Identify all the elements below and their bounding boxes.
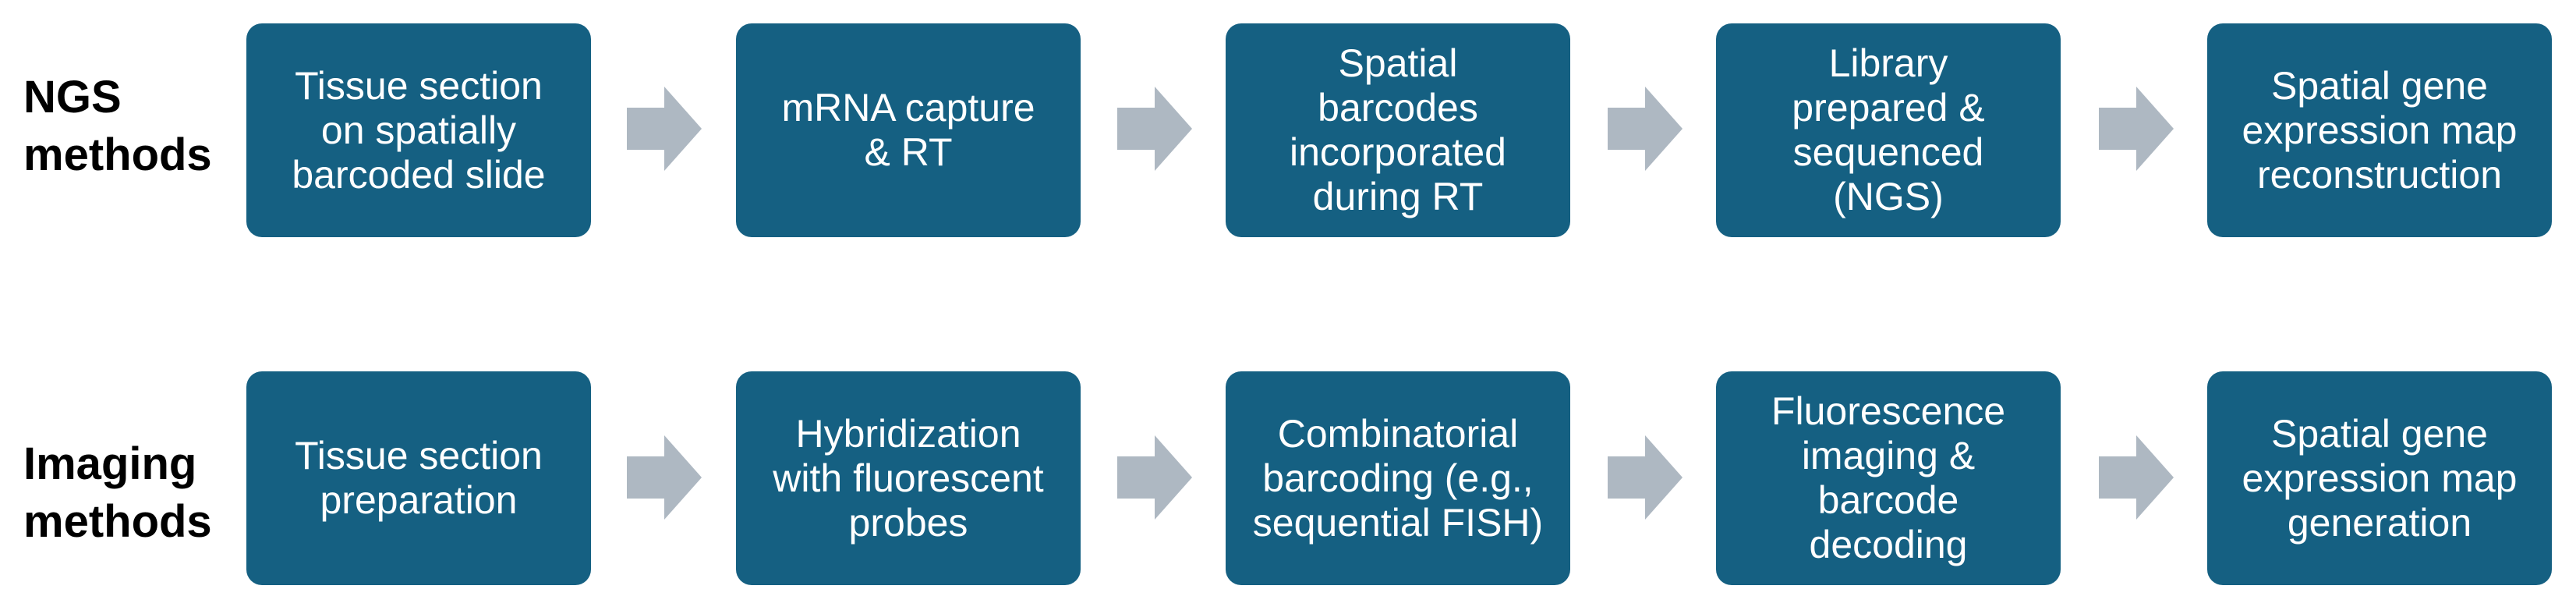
row-label-line: methods — [23, 130, 212, 180]
arrow-right-icon — [2099, 87, 2174, 171]
row-label-line: NGS — [23, 72, 122, 122]
row-label-ngs: NGS methods — [23, 69, 249, 184]
step-text: Hybridization with fluorescent probes — [773, 411, 1044, 545]
arrow-right-icon — [1608, 435, 1683, 520]
step-text: Combinatorial barcoding (e.g., sequentia… — [1252, 411, 1544, 545]
step-box: Spatial gene expression map generation — [2207, 371, 2552, 585]
step-text: Tissue section on spatially barcoded sli… — [292, 63, 546, 197]
arrow-right-icon — [627, 87, 702, 171]
step-box: Tissue section preparation — [246, 371, 591, 585]
step-box: Tissue section on spatially barcoded sli… — [246, 23, 591, 237]
step-text: Tissue section preparation — [295, 434, 543, 522]
row-label-line: Imaging — [23, 438, 197, 489]
arrow-right-icon — [1608, 87, 1683, 171]
step-box: Spatial gene expression map reconstructi… — [2207, 23, 2552, 237]
step-box: Fluorescence imaging & barcode decoding — [1716, 371, 2061, 585]
step-text: Spatial barcodes incorporated during RT — [1290, 41, 1506, 218]
arrow-right-icon — [2099, 435, 2174, 520]
arrow-right-icon — [1117, 435, 1192, 520]
step-box: Spatial barcodes incorporated during RT — [1226, 23, 1570, 237]
step-box: mRNA capture & RT — [736, 23, 1081, 237]
step-box: Combinatorial barcoding (e.g., sequentia… — [1226, 371, 1570, 585]
step-box: Hybridization with fluorescent probes — [736, 371, 1081, 585]
step-text: mRNA capture & RT — [781, 86, 1035, 174]
row-label-imaging: Imaging methods — [23, 435, 249, 551]
row-label-line: methods — [23, 496, 212, 547]
step-text: Fluorescence imaging & barcode decoding — [1771, 389, 2006, 566]
step-text: Library prepared & sequenced (NGS) — [1792, 41, 1985, 218]
arrow-right-icon — [627, 435, 702, 520]
step-box: Library prepared & sequenced (NGS) — [1716, 23, 2061, 237]
arrow-right-icon — [1117, 87, 1192, 171]
step-text: Spatial gene expression map generation — [2242, 411, 2518, 545]
step-text: Spatial gene expression map reconstructi… — [2242, 63, 2518, 197]
